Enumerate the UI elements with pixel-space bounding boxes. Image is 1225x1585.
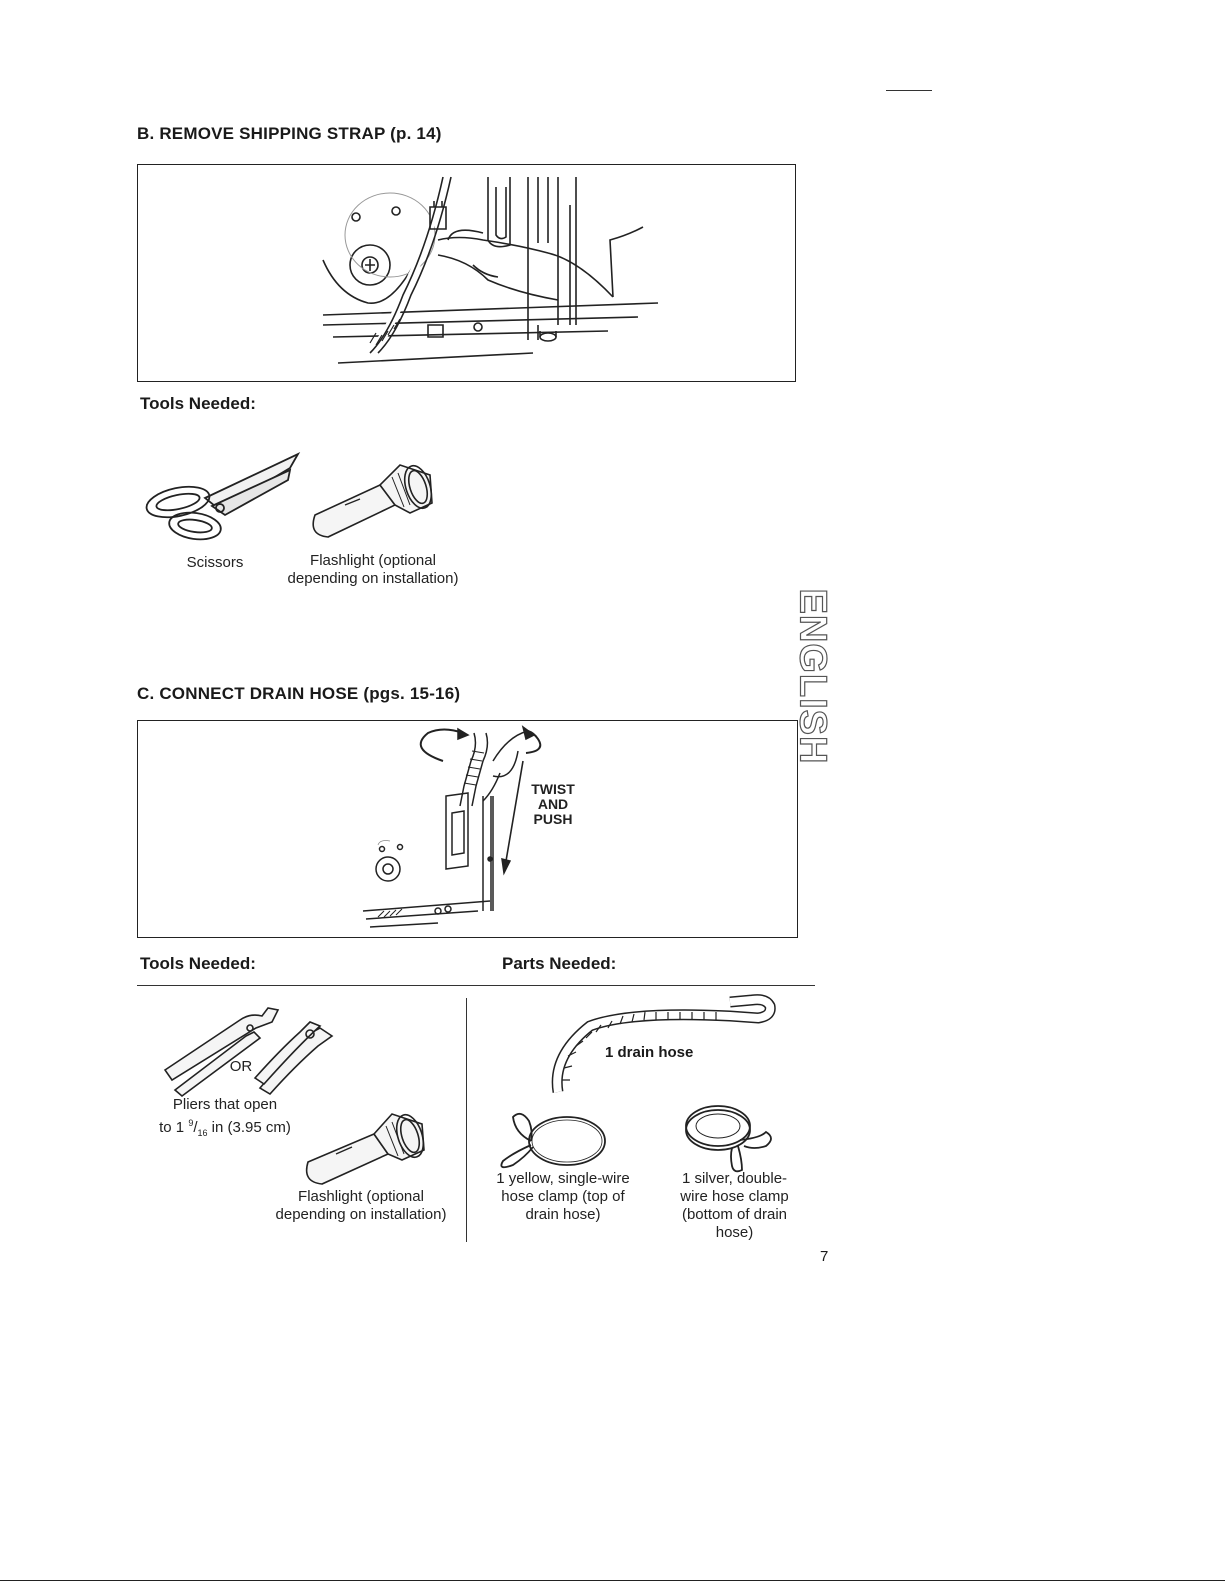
caption-line: 1 silver, double- (681, 1170, 788, 1187)
double-wire-clamp-icon (685, 1105, 772, 1173)
flashlight-caption-b: Flashlight (optional depending on instal… (268, 552, 478, 588)
drain-hose-icon (551, 994, 776, 1093)
single-wire-clamp-icon (500, 1112, 606, 1169)
caption-superscript: 9 (188, 1118, 194, 1128)
flashlight-icon (305, 1113, 425, 1185)
and-label: AND (538, 796, 568, 812)
caption-line: drain hose) (525, 1206, 601, 1223)
caption-line: Flashlight (optional (298, 1188, 424, 1205)
pliers-or-label: OR (229, 1058, 253, 1075)
caption-line: hose) (715, 1224, 754, 1241)
caption-line: (bottom of drain (681, 1206, 788, 1223)
silver-clamp-caption: 1 silver, double- wire hose clamp (botto… (652, 1170, 817, 1242)
bottom-rule (0, 1580, 1225, 1581)
drain-hose-figure: TWIST AND PUSH (137, 720, 798, 938)
shipping-strap-figure (137, 164, 796, 382)
caption-line: to 1 9/16 in (3.95 cm) (135, 1114, 315, 1142)
caption-line: hose clamp (top of (501, 1188, 625, 1205)
caption-line: Flashlight (optional (310, 552, 436, 569)
twist-label: TWIST (531, 781, 575, 797)
caption-line: depending on installation) (287, 570, 459, 587)
scissors-icon (145, 451, 301, 541)
tools-parts-divider (466, 998, 467, 1242)
caption-subscript: 16 (197, 1128, 208, 1138)
flashlight-icon (312, 464, 433, 538)
page-number: 7 (820, 1248, 829, 1265)
caption-fragment: to 1 (159, 1119, 189, 1136)
caption-line: depending on installation) (275, 1206, 447, 1223)
header-rule (886, 90, 932, 91)
section-b-tools-label: Tools Needed: (140, 394, 256, 413)
section-b-heading: B. REMOVE SHIPPING STRAP (p. 14) (137, 124, 442, 143)
pliers-icon (163, 1007, 334, 1098)
push-label: PUSH (534, 811, 573, 827)
shipping-strap-illustration (322, 176, 659, 364)
caption-fragment: in (3.95 cm) (207, 1119, 291, 1136)
section-c-parts-label: Parts Needed: (502, 954, 617, 973)
drain-hose-label: 1 drain hose (605, 1044, 694, 1061)
yellow-clamp-caption: 1 yellow, single-wire hose clamp (top of… (478, 1170, 648, 1224)
tools-parts-rule (137, 985, 815, 986)
caption-line: wire hose clamp (680, 1188, 789, 1205)
section-c-tools-label: Tools Needed: (140, 954, 256, 973)
pliers-caption: Pliers that open to 1 9/16 in (3.95 cm) (135, 1096, 315, 1142)
language-side-tab: ENGLISH (791, 587, 834, 764)
scissors-caption: Scissors (186, 554, 244, 571)
flashlight-caption-c: Flashlight (optional depending on instal… (255, 1188, 467, 1224)
caption-line: 1 yellow, single-wire (496, 1170, 630, 1187)
caption-fragment: / (193, 1119, 198, 1136)
section-c-heading: C. CONNECT DRAIN HOSE (pgs. 15-16) (137, 684, 461, 703)
drain-hose-illustration: TWIST AND PUSH (362, 725, 575, 928)
caption-line: Pliers that open (172, 1096, 278, 1113)
